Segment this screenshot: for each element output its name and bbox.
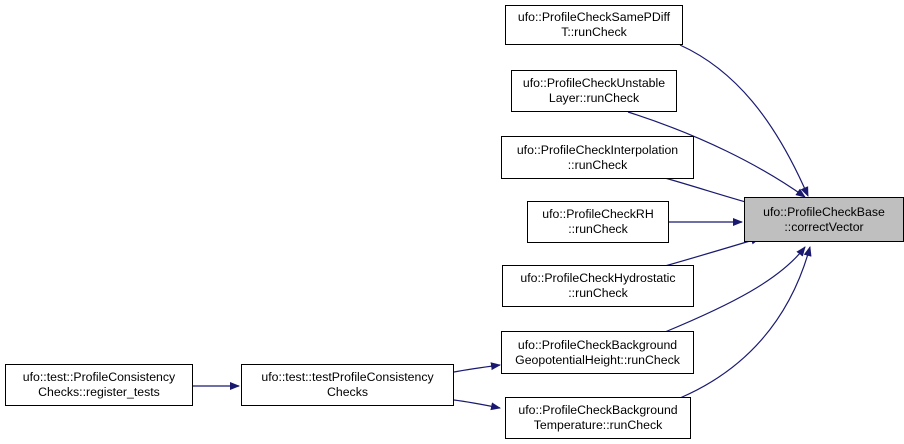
node-label-line1: ufo::ProfileCheckBackground bbox=[517, 337, 678, 352]
edge-test-consistency-to-bg-temperature bbox=[453, 399, 501, 411]
node-label-line1: ufo::test::testProfileConsistency bbox=[261, 370, 434, 384]
node-label-line2: T::runCheck bbox=[561, 25, 627, 39]
edge-unstable-layer-to-target bbox=[627, 111, 806, 198]
node-label-line2: ::runCheck bbox=[568, 286, 628, 300]
edge-bg-temperature-to-target bbox=[679, 246, 812, 399]
node-profile-check-same-pdiff[interactable]: ufo::ProfileCheckSamePDiff T::runCheck bbox=[505, 5, 683, 45]
edge-same-pdiff-to-target bbox=[679, 44, 809, 197]
node-label-line2: Checks bbox=[326, 385, 368, 399]
node-label-line2: ::correctVector bbox=[784, 219, 864, 234]
node-label-line1: ufo::ProfileCheckInterpolation bbox=[516, 142, 679, 157]
node-label-line2: GeopotentialHeight::runCheck bbox=[515, 352, 680, 367]
node-label-line1: ufo::ProfileCheckRH bbox=[542, 207, 654, 221]
node-label-line1: ufo::ProfileCheckHydrostatic bbox=[520, 271, 676, 285]
node-label-line2: Layer::runCheck bbox=[548, 91, 640, 105]
node-label-line1: ufo::test::ProfileConsistency bbox=[22, 370, 176, 384]
edge-test-consistency-to-bg-geopotential bbox=[453, 362, 501, 373]
node-profile-check-base-correct-vector: ufo::ProfileCheckBase ::correctVector bbox=[744, 197, 904, 242]
node-label-line2: Checks::register_tests bbox=[38, 385, 160, 399]
node-label-line1: ufo::ProfileCheckBackground bbox=[518, 403, 678, 417]
edge-hydrostatic-to-target bbox=[664, 236, 761, 267]
node-label-line2: ::runCheck bbox=[568, 222, 628, 236]
node-profile-check-hydrostatic[interactable]: ufo::ProfileCheckHydrostatic ::runCheck bbox=[502, 265, 694, 307]
node-label-line2: ::runCheck bbox=[567, 157, 628, 172]
node-profile-check-interpolation[interactable]: ufo::ProfileCheckInterpolation ::runChec… bbox=[501, 136, 694, 179]
node-profile-check-rh[interactable]: ufo::ProfileCheckRH ::runCheck bbox=[527, 201, 669, 243]
node-label-line1: ufo::ProfileCheckBase bbox=[763, 204, 885, 219]
node-test-profile-consistency-checks[interactable]: ufo::test::testProfileConsistency Checks bbox=[241, 364, 454, 406]
node-profile-check-unstable-layer[interactable]: ufo::ProfileCheckUnstable Layer::runChec… bbox=[511, 70, 677, 112]
node-label-line1: ufo::ProfileCheckSamePDiff bbox=[517, 10, 671, 24]
node-profile-check-background-temperature[interactable]: ufo::ProfileCheckBackground Temperature:… bbox=[505, 397, 691, 439]
node-label-line1: ufo::ProfileCheckUnstable bbox=[522, 76, 666, 90]
node-profile-check-background-geopotential-height[interactable]: ufo::ProfileCheckBackground Geopotential… bbox=[501, 331, 694, 374]
node-label-line2: Temperature::runCheck bbox=[533, 418, 663, 432]
node-profile-consistency-checks-register-tests[interactable]: ufo::test::ProfileConsistency Checks::re… bbox=[5, 364, 193, 406]
edge-bg-geopotential-to-target bbox=[664, 246, 806, 333]
